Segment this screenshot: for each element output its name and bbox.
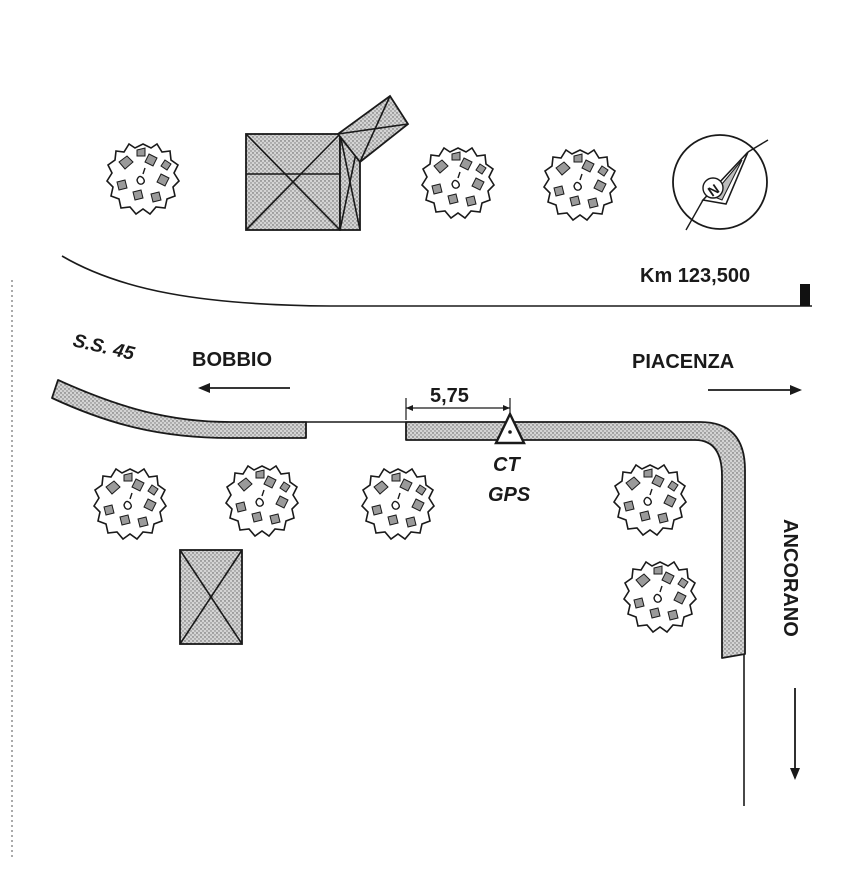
tree-icon [543,149,617,221]
road-segment-east [405,421,746,659]
tree-icon [225,465,299,537]
km-marker-post [800,284,810,306]
road-name-label: S.S. 45 [71,330,137,365]
tree-icon [93,468,167,540]
tree-icon [623,561,697,633]
direction-piacenza-label: PIACENZA [632,351,734,373]
road-segment-west [51,379,307,439]
tree-icon [106,143,180,215]
survey-point-triangle-icon [494,411,526,445]
tree-icon [613,464,687,536]
tree-icon [421,147,495,219]
tree-icon [361,468,435,540]
km-marker-label: Km 123,500 [640,265,750,287]
building-icon [245,94,410,231]
direction-bobbio-label: BOBBIO [192,349,272,371]
north-arrow-icon: N [672,134,769,231]
road-upper-edge [61,255,812,307]
building-icon [179,549,243,645]
distance-label: 5,75 [430,385,469,407]
direction-ancorano-label: ANCORANO [779,519,801,637]
station-code-label: CT [493,454,521,476]
station-type-label: GPS [488,484,531,506]
